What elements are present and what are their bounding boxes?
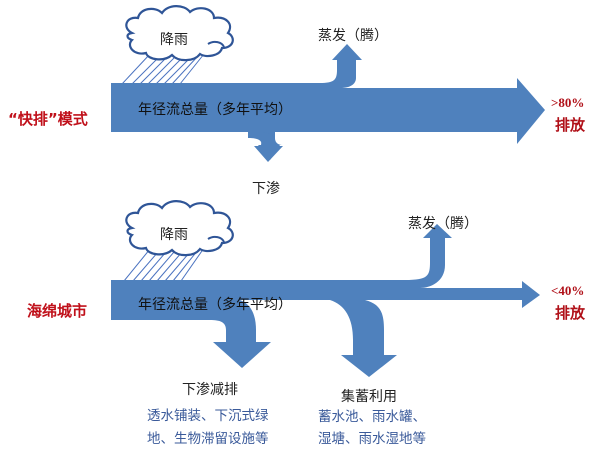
cloud-icon <box>125 200 234 257</box>
rainfall-label: 降雨 <box>160 227 188 243</box>
rainfall-label: 降雨 <box>160 32 188 48</box>
rain-icon <box>121 53 205 85</box>
storage-detail-line: 蓄水池、雨水罐、 <box>318 409 426 425</box>
sponge-city-mode-label: 海绵城市 <box>27 302 88 320</box>
runoff-flow-arrow <box>111 224 540 377</box>
discharge-label: 排放 <box>555 306 586 322</box>
storage-use-label: 集蓄利用 <box>341 389 397 405</box>
fast-drain-mode-label: “快排”模式 <box>8 110 88 128</box>
infiltration-detail-line: 透水铺装、下沉式绿 <box>147 408 269 424</box>
infiltration-reduction-label: 下渗减排 <box>182 382 238 398</box>
infiltration-label: 下渗 <box>252 181 280 197</box>
evaporation-label: 蒸发（腾） <box>318 28 388 44</box>
rain-icon <box>123 247 205 282</box>
runoff-total-label: 年径流总量（多年平均） <box>138 297 292 313</box>
runoff-flow-arrow <box>111 44 545 160</box>
infiltration-detail-line: 地、生物滞留设施等 <box>147 431 269 447</box>
evaporation-label: 蒸发（腾） <box>408 216 478 232</box>
cloud-icon <box>125 5 234 62</box>
runoff-total-label: 年径流总量（多年平均） <box>138 102 292 118</box>
discharge-percent: <40% <box>551 283 585 298</box>
storage-detail-line: 湿塘、雨水湿地等 <box>318 431 426 447</box>
discharge-label: 排放 <box>555 118 586 134</box>
discharge-percent: >80% <box>551 95 585 110</box>
infiltration-arrow <box>248 132 283 162</box>
